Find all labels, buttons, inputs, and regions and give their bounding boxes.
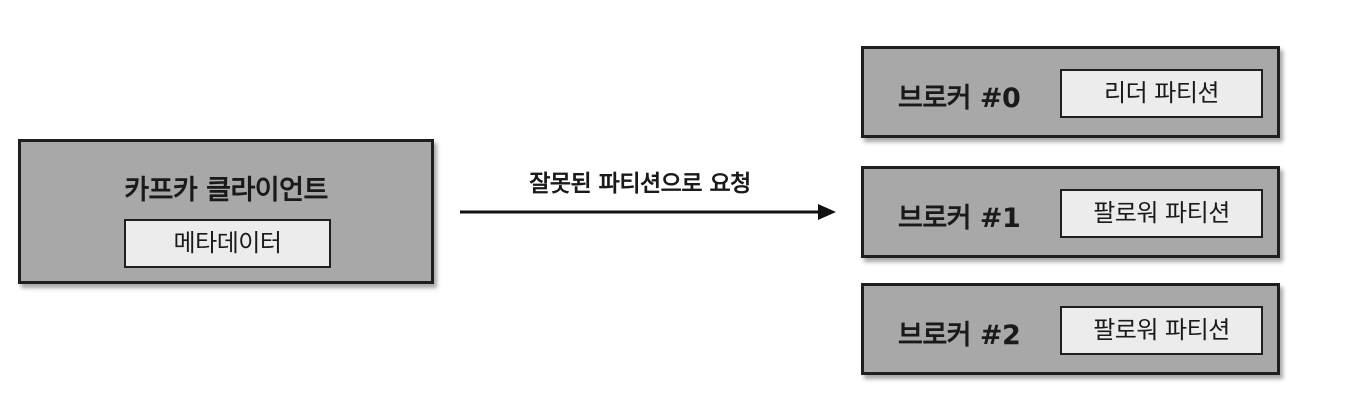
broker-1-partition: 팔로워 파티션: [1060, 189, 1263, 238]
request-arrow: [460, 204, 836, 220]
broker-1-name: 브로커 #1: [898, 203, 1021, 234]
broker-2-name: 브로커 #2: [898, 320, 1021, 351]
broker-2-partition: 팔로워 파티션: [1060, 306, 1263, 355]
kafka-client-box: 카프카 클라이언트 메타데이터: [18, 139, 434, 284]
broker-0-partition: 리더 파티션: [1060, 69, 1263, 118]
broker-0-name: 브로커 #0: [898, 83, 1021, 114]
broker-1-box: 브로커 #1 팔로워 파티션: [861, 166, 1280, 258]
metadata-box: 메타데이터: [124, 219, 331, 268]
broker-0-box: 브로커 #0 리더 파티션: [861, 46, 1280, 138]
broker-2-box: 브로커 #2 팔로워 파티션: [861, 283, 1280, 375]
request-label: 잘못된 파티션으로 요청: [529, 171, 751, 197]
kafka-client-title: 카프카 클라이언트: [124, 175, 328, 206]
